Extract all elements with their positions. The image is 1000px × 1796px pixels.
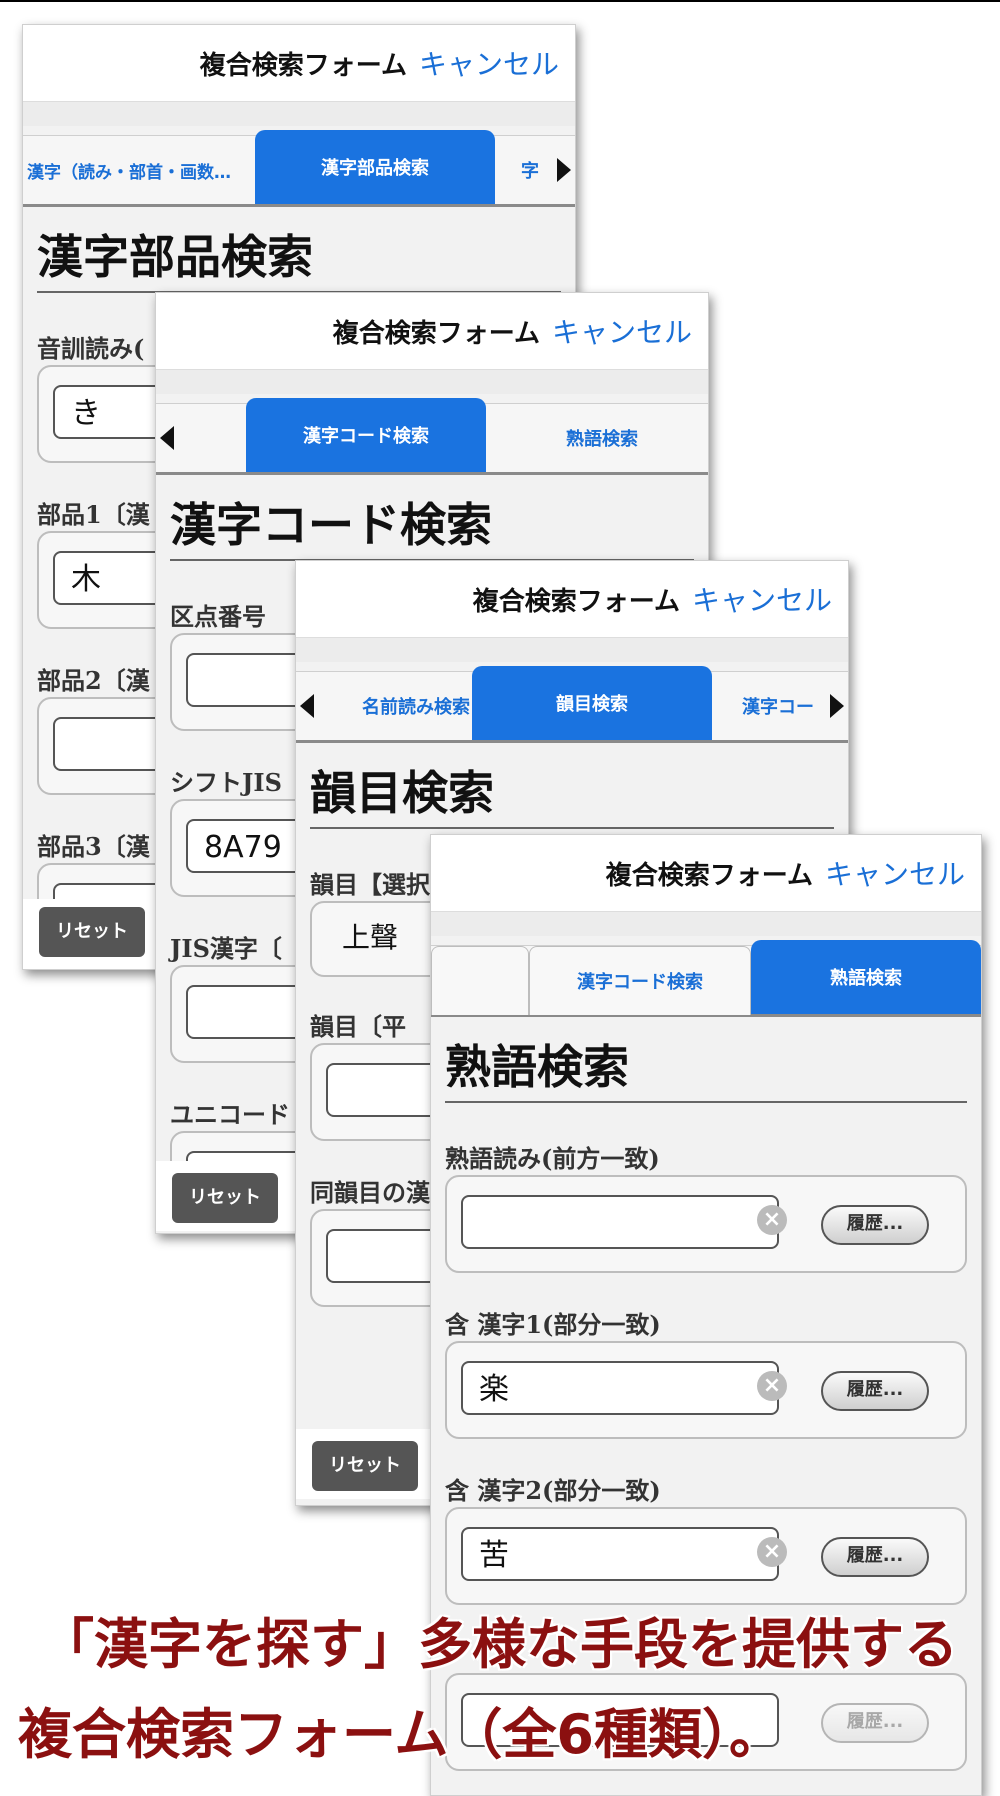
cancel-button[interactable]: キャンセル [551,316,692,349]
kanji2-input[interactable]: 苦 [461,1527,779,1581]
header-gap [431,911,981,936]
reset-button[interactable]: リセット [312,1441,418,1491]
field-box: 履歴... [445,1673,967,1771]
reset-button[interactable]: リセット [172,1173,278,1223]
field-label: 部品3〔漢 [37,832,150,861]
top-border [0,0,1000,2]
tab-kanji-code[interactable]: 漢字コード検索 [529,946,751,1015]
history-button[interactable]: 履歴... [821,1371,929,1411]
section-title: 漢字コード検索 [170,498,492,552]
form-title: 複合検索フォーム [472,587,680,617]
caption-line-1: 「漢字を探す」多様な手段を提供する [40,1613,958,1676]
form-title: 複合検索フォーム [199,51,407,81]
cancel-button[interactable]: キャンセル [824,858,965,891]
form-title: 複合検索フォーム [332,319,540,349]
divider [310,827,834,829]
field-label: 含 漢字2(部分一致) [445,1476,661,1505]
tab-kanji-reading[interactable]: 漢字（読み・部首・画数… [27,162,231,183]
field-label: 韻目【選択 [310,870,430,899]
field-label: 部品1〔漢 [37,500,150,529]
header-gap [156,369,708,394]
reset-button[interactable]: リセット [39,907,145,957]
nav-header: 複合検索フォーム キャンセル [23,25,575,101]
field-box: 楽 × 履歴... [445,1341,967,1439]
form-title: 複合検索フォーム [605,861,813,891]
history-button[interactable]: 履歴... [821,1537,929,1577]
cancel-button[interactable]: キャンセル [691,584,832,617]
tab-kanji-code[interactable]: 漢字コー [742,697,814,718]
field-label: 区点番号 [170,602,266,631]
tab-compound-word[interactable]: 熟語検索 [751,940,981,1014]
field-label: ユニコード [170,1100,290,1129]
field-label: 部品2〔漢 [37,666,150,695]
section-title: 熟語検索 [445,1040,629,1094]
tab-next[interactable]: 字 [521,161,539,182]
field-label: 熟語読み(前方一致) [445,1144,660,1173]
rhyme-select[interactable]: 上聲 [342,921,399,954]
compound-reading-input[interactable] [461,1195,779,1249]
history-button[interactable]: 履歴... [821,1703,929,1743]
tab-bar: 名前読み検索 韻目検索 漢字コー [296,666,848,743]
tab-bar: 漢字（読み・部首・画数… 漢字部品検索 字 [23,130,575,207]
clear-icon[interactable]: × [757,1371,787,1401]
field-box: × 履歴... [445,1175,967,1273]
field-label: 同韻目の漢 [310,1178,430,1207]
tab-compound-word[interactable]: 熟語検索 [566,429,638,450]
header-gap [23,101,575,126]
field-label: シフトJIS [170,768,282,797]
nav-header: 複合検索フォーム キャンセル [296,561,848,637]
header-gap [296,637,848,662]
section-title: 韻目検索 [310,766,494,820]
tab-bar: 漢字コード検索 熟語検索 [431,940,981,1017]
tab-name-reading[interactable]: 名前読み検索 [362,697,470,718]
arrow-right-icon[interactable] [830,694,844,718]
tab-kanji-code[interactable]: 漢字コード検索 [246,398,486,472]
arrow-left-icon[interactable] [300,694,314,718]
nav-header: 複合検索フォーム キャンセル [431,835,981,911]
arrow-right-icon[interactable] [557,158,571,182]
history-button[interactable]: 履歴... [821,1205,929,1245]
tab-rhyme[interactable]: 韻目検索 [472,666,712,740]
tab-previous[interactable] [431,946,529,1015]
kanji1-input[interactable]: 楽 [461,1361,779,1415]
field-label: 含 漢字1(部分一致) [445,1310,661,1339]
field-box: 苦 × 履歴... [445,1507,967,1605]
section-title: 漢字部品検索 [37,230,313,284]
field-label: JIS漢字〔 [170,934,282,963]
cancel-button[interactable]: キャンセル [418,48,559,81]
field-label: 韻目〔平 [310,1012,406,1041]
nav-header: 複合検索フォーム キャンセル [156,293,708,369]
clear-icon[interactable]: × [757,1205,787,1235]
tab-kanji-parts[interactable]: 漢字部品検索 [255,130,495,204]
field-label: 音訓読み( [37,334,145,363]
card-compound-word-search: 複合検索フォーム キャンセル 漢字コード検索 熟語検索 熟語検索 熟語読み(前方… [430,834,982,1796]
caption-line-2: 複合検索フォーム（全6種類）。 [18,1703,783,1766]
clear-icon[interactable]: × [757,1537,787,1567]
divider [445,1101,967,1103]
arrow-left-icon[interactable] [160,426,174,450]
tab-bar: 漢字コード検索 熟語検索 [156,398,708,475]
kanji3-input[interactable] [461,1693,779,1747]
